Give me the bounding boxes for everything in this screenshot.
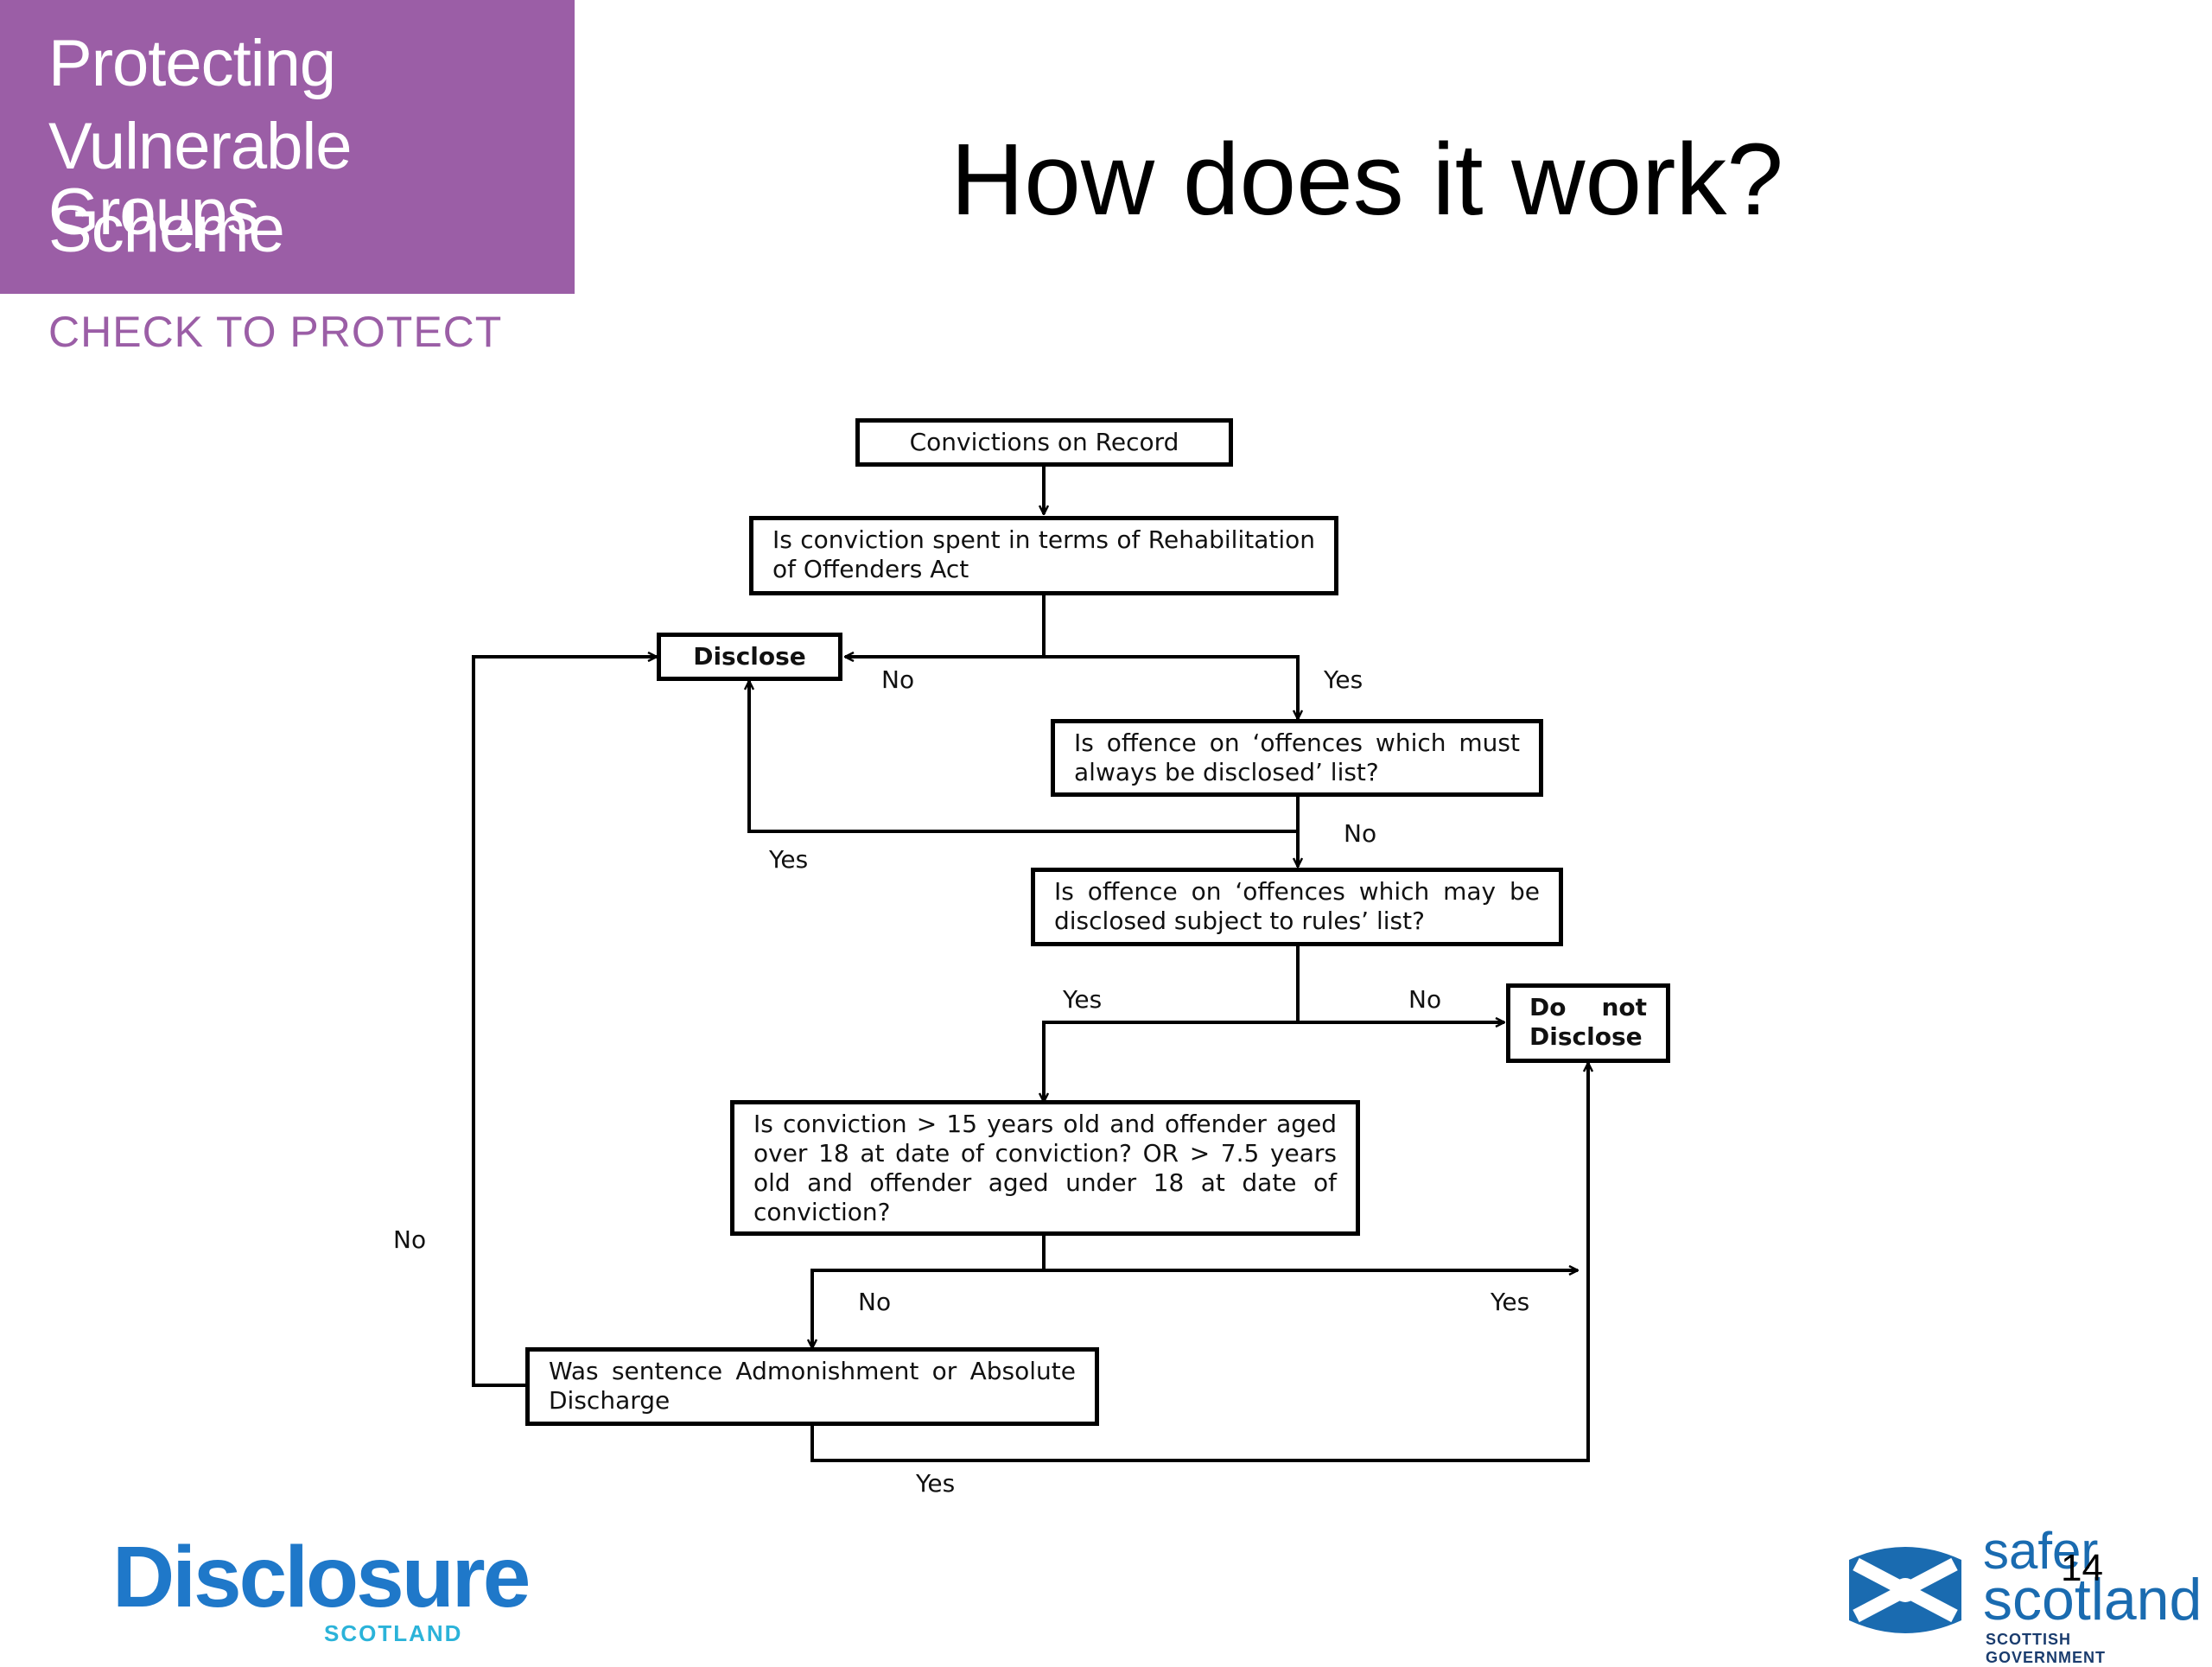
label-age-yes: Yes bbox=[1491, 1288, 1530, 1316]
slide-number: 14 bbox=[2061, 1547, 2103, 1589]
saltire-icon bbox=[1849, 1547, 1961, 1633]
edge-always-yes bbox=[749, 681, 1298, 833]
node-rules-list: Is offence on ‘offences which may be dis… bbox=[1031, 868, 1563, 946]
edge-sentence-no bbox=[472, 657, 657, 1387]
label-rules-no: No bbox=[1408, 985, 1442, 1014]
label-always-yes: Yes bbox=[769, 845, 809, 874]
slide-title: How does it work? bbox=[950, 123, 1784, 237]
disclosure-logo-subtitle: SCOTLAND bbox=[324, 1620, 463, 1646]
banner-tagline: CHECK TO PROTECT bbox=[48, 308, 503, 356]
label-rules-yes: Yes bbox=[1063, 985, 1103, 1014]
label-age-no: No bbox=[858, 1288, 892, 1316]
label-always-no: No bbox=[1344, 819, 1377, 848]
scottish-government-label: SCOTTISH GOVERNMENT bbox=[1986, 1631, 2107, 1666]
node-convictions-on-record: Convictions on Record bbox=[855, 418, 1233, 467]
disclosure-logo-wordmark: Disclosure bbox=[112, 1529, 531, 1626]
node-sentence: Was sentence Admonishment or Absolute Di… bbox=[525, 1347, 1099, 1426]
scotland-wordmark: scotland bbox=[1983, 1567, 2202, 1632]
header-banner: Protecting Vulnerable Groups Scheme bbox=[0, 0, 575, 294]
banner-line-3: Scheme bbox=[48, 193, 285, 266]
safer-wordmark: safer bbox=[1983, 1522, 2099, 1580]
node-always-disclosed-list: Is offence on ‘offences which must alway… bbox=[1051, 719, 1543, 797]
edge-sentence-yes bbox=[810, 1063, 1588, 1462]
edge-spent-yes bbox=[1044, 655, 1298, 719]
label-spent-no: No bbox=[881, 665, 915, 694]
node-conviction-spent: Is conviction spent in terms of Rehabili… bbox=[749, 516, 1338, 595]
node-do-not-disclose: Do not Disclose bbox=[1506, 983, 1670, 1063]
label-sentence-no: No bbox=[393, 1225, 427, 1254]
node-disclose: Disclose bbox=[657, 633, 842, 681]
node-age-check: Is conviction > 15 years old and offende… bbox=[730, 1100, 1360, 1236]
label-sentence-yes: Yes bbox=[916, 1469, 956, 1498]
banner-line-1: Protecting bbox=[48, 27, 336, 100]
banner-line-2: Vulnerable Groups bbox=[48, 110, 353, 249]
label-spent-yes: Yes bbox=[1324, 665, 1363, 694]
disclosure-scotland-logo: Disclosure SCOTLAND bbox=[112, 1529, 531, 1646]
safer-scotland-logo: safer scotland SCOTTISH GOVERNMENT bbox=[1840, 1522, 2202, 1666]
edge-rules-yes bbox=[1044, 1021, 1298, 1102]
edge-age-no bbox=[812, 1269, 1044, 1348]
